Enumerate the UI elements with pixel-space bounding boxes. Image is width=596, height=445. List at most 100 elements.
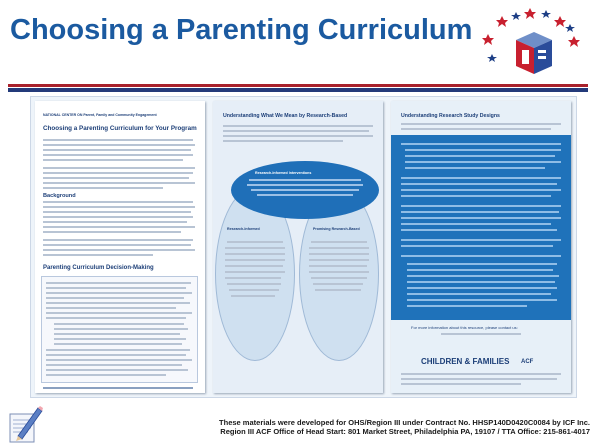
text-line: [401, 128, 551, 130]
text-line: [401, 223, 551, 225]
head-start-logo-icon: [482, 8, 580, 74]
text-line: [223, 130, 369, 132]
text-line: [43, 139, 193, 141]
text-line: [43, 167, 195, 169]
text-line: [46, 297, 184, 299]
oval-right-label: Promising Research-Based: [313, 227, 360, 231]
text-line: [43, 182, 195, 184]
text-line: [225, 259, 285, 261]
text-line: [407, 299, 557, 301]
text-line: [46, 282, 191, 284]
text-line: [405, 167, 545, 169]
text-line: [401, 211, 559, 213]
text-line: [227, 241, 283, 243]
text-line: [43, 254, 153, 256]
document-preview: NATIONAL CENTER ON Parent, Family and Co…: [30, 96, 577, 398]
text-line: [54, 338, 186, 340]
text-line: [43, 239, 193, 241]
text-line: [43, 249, 195, 251]
text-line: [46, 287, 186, 289]
text-line: [311, 277, 367, 279]
text-line: [54, 343, 182, 345]
text-line: [401, 229, 557, 231]
text-line: [43, 201, 193, 203]
text-line: [401, 177, 561, 179]
text-line: [46, 364, 182, 366]
text-line: [227, 283, 281, 285]
document-page-1: NATIONAL CENTER ON Parent, Family and Co…: [35, 101, 205, 393]
text-line: [309, 247, 369, 249]
page1-checklist-box: [41, 276, 198, 383]
text-line: [405, 161, 561, 163]
text-line: [309, 271, 369, 273]
acf-logo: ACF: [521, 359, 534, 365]
text-line: [46, 359, 192, 361]
text-line: [401, 123, 561, 125]
text-line: [223, 135, 373, 137]
text-line: [54, 323, 184, 325]
text-line: [407, 305, 527, 307]
text-line: [405, 149, 561, 151]
document-page-3: Understanding Research Study Designs: [391, 101, 571, 393]
text-line: [225, 265, 283, 267]
text-line: [223, 125, 373, 127]
text-line: [46, 369, 188, 371]
text-line: [401, 383, 521, 385]
slide-title: Choosing a Parenting Curriculum: [10, 14, 473, 46]
text-line: [46, 307, 176, 309]
text-line: [407, 269, 553, 271]
page2-title: Understanding What We Mean by Research-B…: [223, 113, 348, 119]
text-line: [407, 287, 557, 289]
text-line: [225, 253, 285, 255]
text-line: [401, 373, 561, 375]
text-line: [401, 183, 557, 185]
text-line: [309, 253, 369, 255]
text-line: [43, 211, 191, 213]
text-line: [46, 354, 186, 356]
text-line: [225, 247, 285, 249]
text-line: [407, 281, 555, 283]
page1-title: Choosing a Parenting Curriculum for Your…: [43, 125, 197, 132]
text-line: [313, 283, 363, 285]
text-line: [407, 263, 557, 265]
text-line: [251, 189, 359, 191]
text-line: [405, 155, 555, 157]
text-line: [249, 179, 361, 181]
text-line: [401, 189, 561, 191]
text-line: [407, 293, 551, 295]
text-line: [43, 226, 195, 228]
footer-line-2: Region III ACF Office of Head Start: 801…: [220, 427, 590, 436]
title-bar: Choosing a Parenting Curriculum: [0, 0, 596, 82]
text-line: [401, 217, 561, 219]
page1-footer-line: [43, 387, 193, 389]
text-line: [46, 349, 190, 351]
text-line: [43, 231, 181, 233]
text-line: [43, 244, 191, 246]
text-line: [309, 259, 369, 261]
page3-contact-text: For more information about this resource…: [411, 325, 518, 330]
text-line: [43, 187, 163, 189]
text-line: [54, 328, 188, 330]
text-line: [46, 302, 190, 304]
oval-left-label: Research-Informed: [227, 227, 260, 231]
page1-header: NATIONAL CENTER ON Parent, Family and Co…: [43, 113, 157, 117]
text-line: [401, 245, 553, 247]
text-line: [54, 333, 180, 335]
footer-line-1: These materials were developed for OHS/R…: [219, 418, 590, 427]
text-line: [46, 312, 192, 314]
text-line: [309, 265, 367, 267]
text-line: [225, 271, 285, 273]
text-line: [46, 317, 186, 319]
text-line: [247, 184, 363, 186]
text-line: [43, 177, 189, 179]
page3-blue-panel: [391, 135, 571, 320]
text-line: [407, 275, 559, 277]
text-line: [46, 374, 166, 376]
text-line: [225, 277, 281, 279]
pencil-and-paper-icon: [9, 406, 43, 443]
children-families-logo: CHILDREN & FAMILIES: [421, 357, 510, 366]
text-line: [441, 333, 521, 335]
oval-top-label: Research-Informed Interventions: [255, 171, 312, 175]
text-line: [401, 195, 551, 197]
